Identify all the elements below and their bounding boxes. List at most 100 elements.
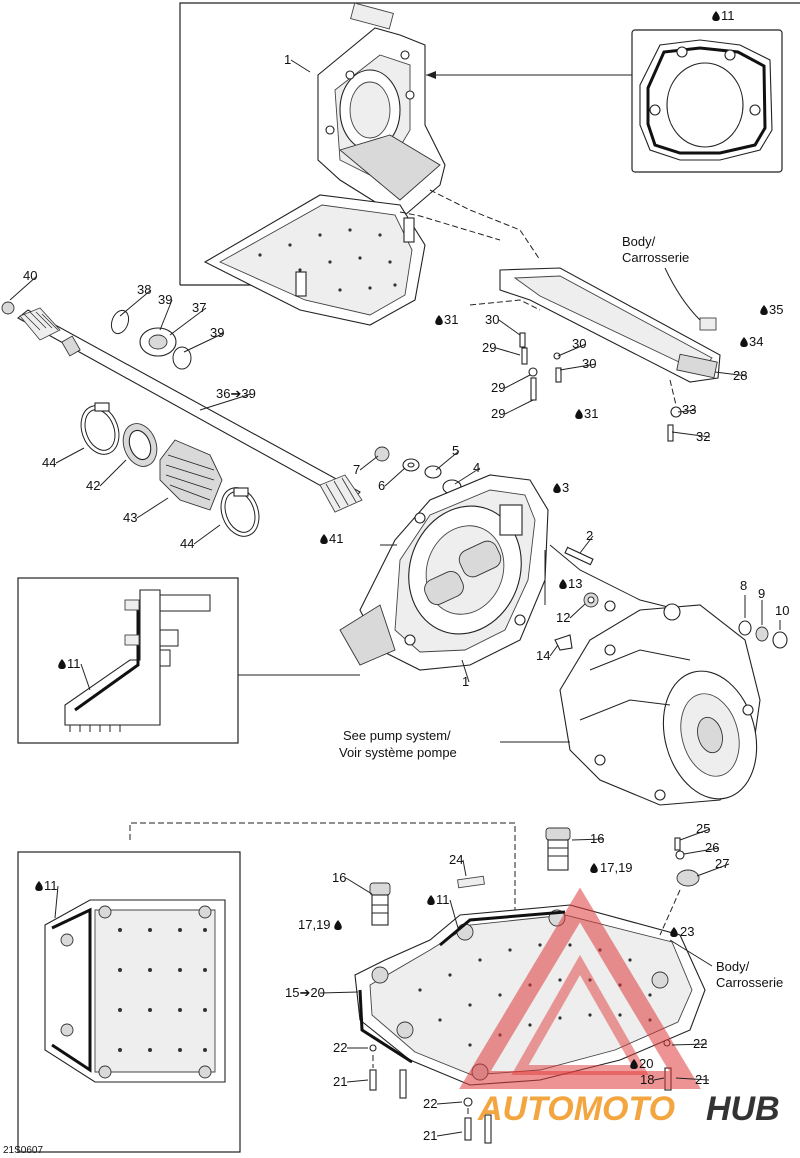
rings-bearing — [110, 309, 192, 370]
ride-plate-top — [203, 194, 426, 326]
callout-leader — [99, 459, 127, 487]
callout-leader — [9, 275, 38, 301]
pump-note: See pump system/ Voir système pompe — [339, 728, 457, 760]
drive-shaft — [1, 301, 363, 513]
part-callout: 1 — [284, 52, 291, 67]
callout-leader — [571, 838, 605, 841]
callout-leader — [193, 524, 221, 545]
lubricant-symbol-icon — [670, 927, 678, 937]
lubricant-symbol-icon — [320, 534, 328, 544]
callout-leader — [449, 899, 459, 929]
part-callout: 36➔39 — [216, 386, 256, 401]
part-callout: 41 — [329, 531, 343, 546]
callout-leader — [559, 363, 597, 371]
lubricant-symbol-icon — [740, 337, 748, 347]
part-callout: 29 — [491, 380, 505, 395]
callout-leader — [504, 374, 531, 389]
svg-text:See pump system/: See pump system/ — [343, 728, 451, 743]
lubricant-symbol-icon — [559, 579, 567, 589]
part-callout: 44 — [180, 536, 194, 551]
part-callout: 10 — [775, 603, 789, 618]
support-bracket — [499, 267, 721, 383]
part-callout: 22 — [333, 1040, 347, 1055]
hardware-8-10 — [738, 595, 788, 649]
callout-leader — [696, 863, 730, 877]
part-callout: 16 — [590, 831, 604, 846]
watermark-text: AUTOMOTO HUB — [477, 1090, 780, 1128]
boot-clamps — [80, 402, 260, 537]
part-callout: 11 — [44, 878, 58, 893]
callout-leader — [435, 450, 460, 471]
callout-leader — [183, 332, 225, 353]
part-callout: 35 — [769, 302, 783, 317]
svg-text:Voir système pompe: Voir système pompe — [339, 745, 457, 760]
lubricant-symbol-icon — [575, 409, 583, 419]
inset-plate-bottom — [44, 899, 226, 1083]
part-callout: 12 — [556, 610, 570, 625]
callout-leader — [346, 1079, 369, 1083]
part-callout: 30 — [485, 312, 499, 327]
callout-leader — [675, 1077, 710, 1081]
part-callout: 17,19 — [298, 917, 331, 932]
lubricant-symbol-icon — [427, 895, 435, 905]
part-callout: 15➔20 — [285, 985, 325, 1000]
callout-leader — [569, 603, 586, 619]
part-callout: 39 — [210, 325, 224, 340]
callout-leader — [119, 289, 152, 317]
callout-leader — [504, 399, 534, 415]
part-callout: 31 — [584, 406, 598, 421]
pump-housing-top — [317, 2, 446, 216]
callout-leader — [557, 343, 587, 357]
pump-housing-mid — [339, 474, 549, 671]
callout-leader — [290, 59, 311, 73]
part-callout: 30 — [582, 356, 596, 371]
lubricant-symbol-icon — [58, 659, 66, 669]
callout-leader — [199, 393, 252, 411]
lubricant-symbol-icon — [630, 1059, 638, 1069]
callout-leader — [80, 663, 91, 691]
part-callout: 31 — [444, 312, 458, 327]
lubricant-symbol-icon — [334, 920, 342, 930]
lubricant-symbol-icon — [435, 315, 443, 325]
part-callout: 2 — [586, 528, 593, 543]
part-callout: 18 — [640, 1072, 654, 1087]
part-callout: 27 — [715, 856, 729, 871]
callout-leader — [495, 347, 521, 356]
watermark-logo — [459, 887, 701, 1089]
callout-leader — [653, 1077, 665, 1081]
callout-leader — [714, 371, 748, 377]
callout-leader — [579, 535, 594, 554]
part-callout: 39 — [158, 292, 172, 307]
part-callout: 34 — [749, 334, 763, 349]
part-callout: 25 — [696, 821, 710, 836]
svg-text:Body/: Body/ — [716, 959, 750, 974]
callout-leader — [677, 409, 697, 413]
part-callout: 11 — [436, 892, 450, 907]
callout-leader — [136, 497, 169, 519]
svg-text:HUB: HUB — [706, 1090, 780, 1128]
part-callout: 38 — [137, 282, 151, 297]
inset-box-seal — [631, 29, 783, 173]
callout-leader — [679, 828, 711, 841]
part-callout: 11 — [721, 8, 735, 23]
svg-text:Body/: Body/ — [622, 234, 656, 249]
callout-leader — [498, 319, 521, 336]
part-callout: 21 — [423, 1128, 437, 1143]
part-callout: 37 — [192, 300, 206, 315]
part-callout: 23 — [680, 924, 694, 939]
callout-leader — [384, 467, 406, 487]
callout-leader — [683, 847, 720, 855]
seal-detail — [639, 39, 773, 161]
part-callout: 11 — [67, 656, 81, 671]
part-callout: 7 — [353, 462, 360, 477]
callout-leader — [54, 885, 59, 919]
lubricant-symbol-icon — [760, 305, 768, 315]
part-callout: 40 — [23, 268, 37, 283]
callout-leader — [159, 299, 173, 331]
callout-leader — [671, 1043, 708, 1046]
inset-box-mid — [17, 577, 360, 744]
part-callout: 42 — [86, 478, 100, 493]
callout-leader — [345, 877, 373, 895]
callout-leader — [671, 431, 711, 438]
